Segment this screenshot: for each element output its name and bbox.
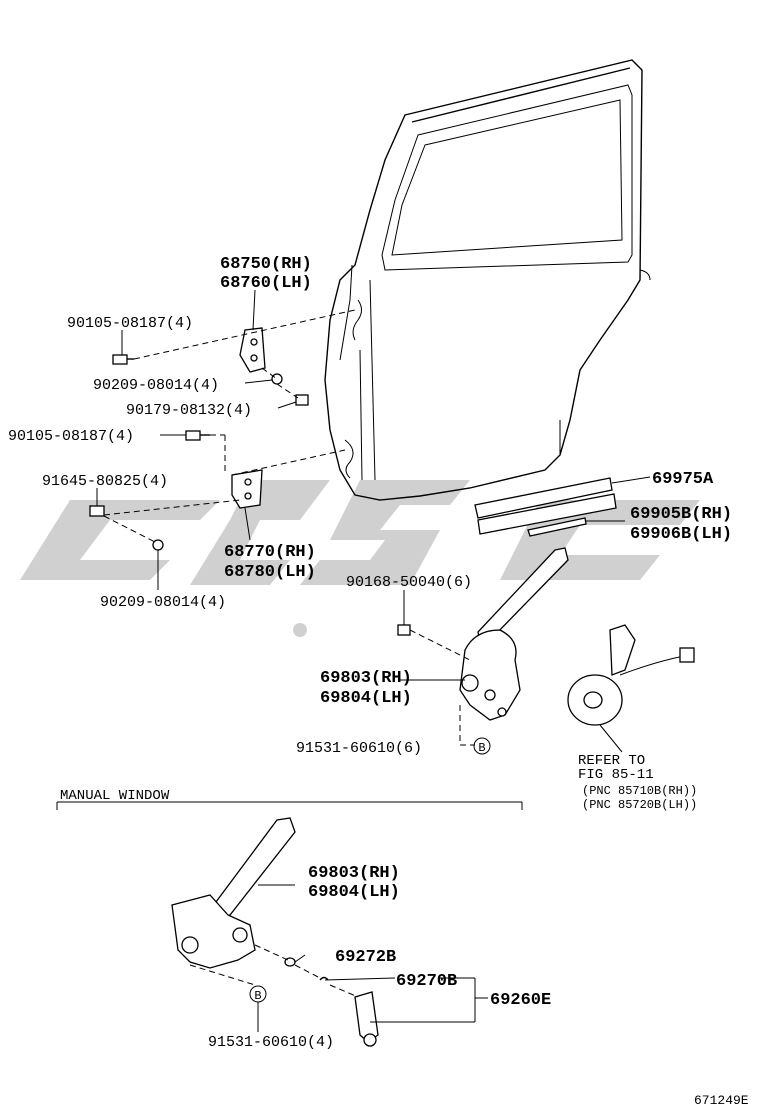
manual-window-title: MANUAL WINDOW xyxy=(60,788,170,804)
label-91531-a: 91531-60610(6) xyxy=(296,740,422,757)
label-69272b: 69272B xyxy=(335,948,396,967)
label-90209-b: 90209-08014(4) xyxy=(100,594,226,611)
window-motor xyxy=(567,624,695,726)
manual-window-regulator xyxy=(171,817,296,969)
hinge-washer-lower xyxy=(152,539,164,551)
lower-hinge-part xyxy=(231,469,263,509)
refer-line-3: (PNC 85710B(RH)) xyxy=(582,784,697,798)
hinge-bolt-2 xyxy=(295,394,309,406)
hinge-bolt-lower-1 xyxy=(185,430,210,441)
label-90168: 90168-50040(6) xyxy=(346,574,472,591)
ref-b-label-2: B xyxy=(254,989,261,1003)
label-69270b: 69270B xyxy=(396,972,457,991)
upper-hinge-part xyxy=(239,327,266,373)
label-68760: 68760(LH) xyxy=(220,274,312,293)
label-69906b: 69906B(LH) xyxy=(630,525,732,544)
label-69803-b: 69803(RH) xyxy=(308,864,400,883)
label-69803-a: 69803(RH) xyxy=(320,669,412,688)
window-crank-handle xyxy=(354,991,379,1047)
label-68750: 68750(RH) xyxy=(220,255,312,274)
label-69975a: 69975A xyxy=(652,470,714,489)
diagram-code: 671249E xyxy=(694,1093,749,1108)
label-90105-b: 90105-08187(4) xyxy=(8,428,134,445)
rear-door-panel xyxy=(324,59,651,501)
hinge-bolt-upper xyxy=(112,354,134,365)
label-69804-b: 69804(LH) xyxy=(308,883,400,902)
refer-line-2: FIG 85-11 xyxy=(578,767,654,783)
ref-b-label-1: B xyxy=(478,741,485,755)
hinge-bolt-lower-2 xyxy=(89,505,105,517)
label-91645: 91645-80825(4) xyxy=(42,473,168,490)
ref-b-circle-2: B xyxy=(249,985,267,1003)
label-90105-a: 90105-08187(4) xyxy=(67,315,193,332)
manual-window-separator xyxy=(56,801,523,810)
regulator-bolt xyxy=(397,624,411,636)
label-90209-a: 90209-08014(4) xyxy=(93,377,219,394)
hinge-washer-upper xyxy=(271,373,283,385)
label-69804-a: 69804(LH) xyxy=(320,689,412,708)
handle-clip xyxy=(319,976,329,981)
label-68780: 68780(LH) xyxy=(224,563,316,582)
power-window-regulator xyxy=(459,547,569,721)
ref-b-circle-1: B xyxy=(473,737,491,755)
label-90179: 90179-08132(4) xyxy=(126,402,252,419)
label-69260e: 69260E xyxy=(490,991,551,1010)
label-68770: 68770(RH) xyxy=(224,543,316,562)
refer-line-4: (PNC 85720B(LH)) xyxy=(582,798,697,812)
label-69905b: 69905B(RH) xyxy=(630,505,732,524)
label-91531-b: 91531-60610(4) xyxy=(208,1034,334,1051)
window-run-channel xyxy=(474,477,617,537)
refer-line-1: REFER TO xyxy=(578,753,645,769)
leader-lines xyxy=(96,289,623,1032)
